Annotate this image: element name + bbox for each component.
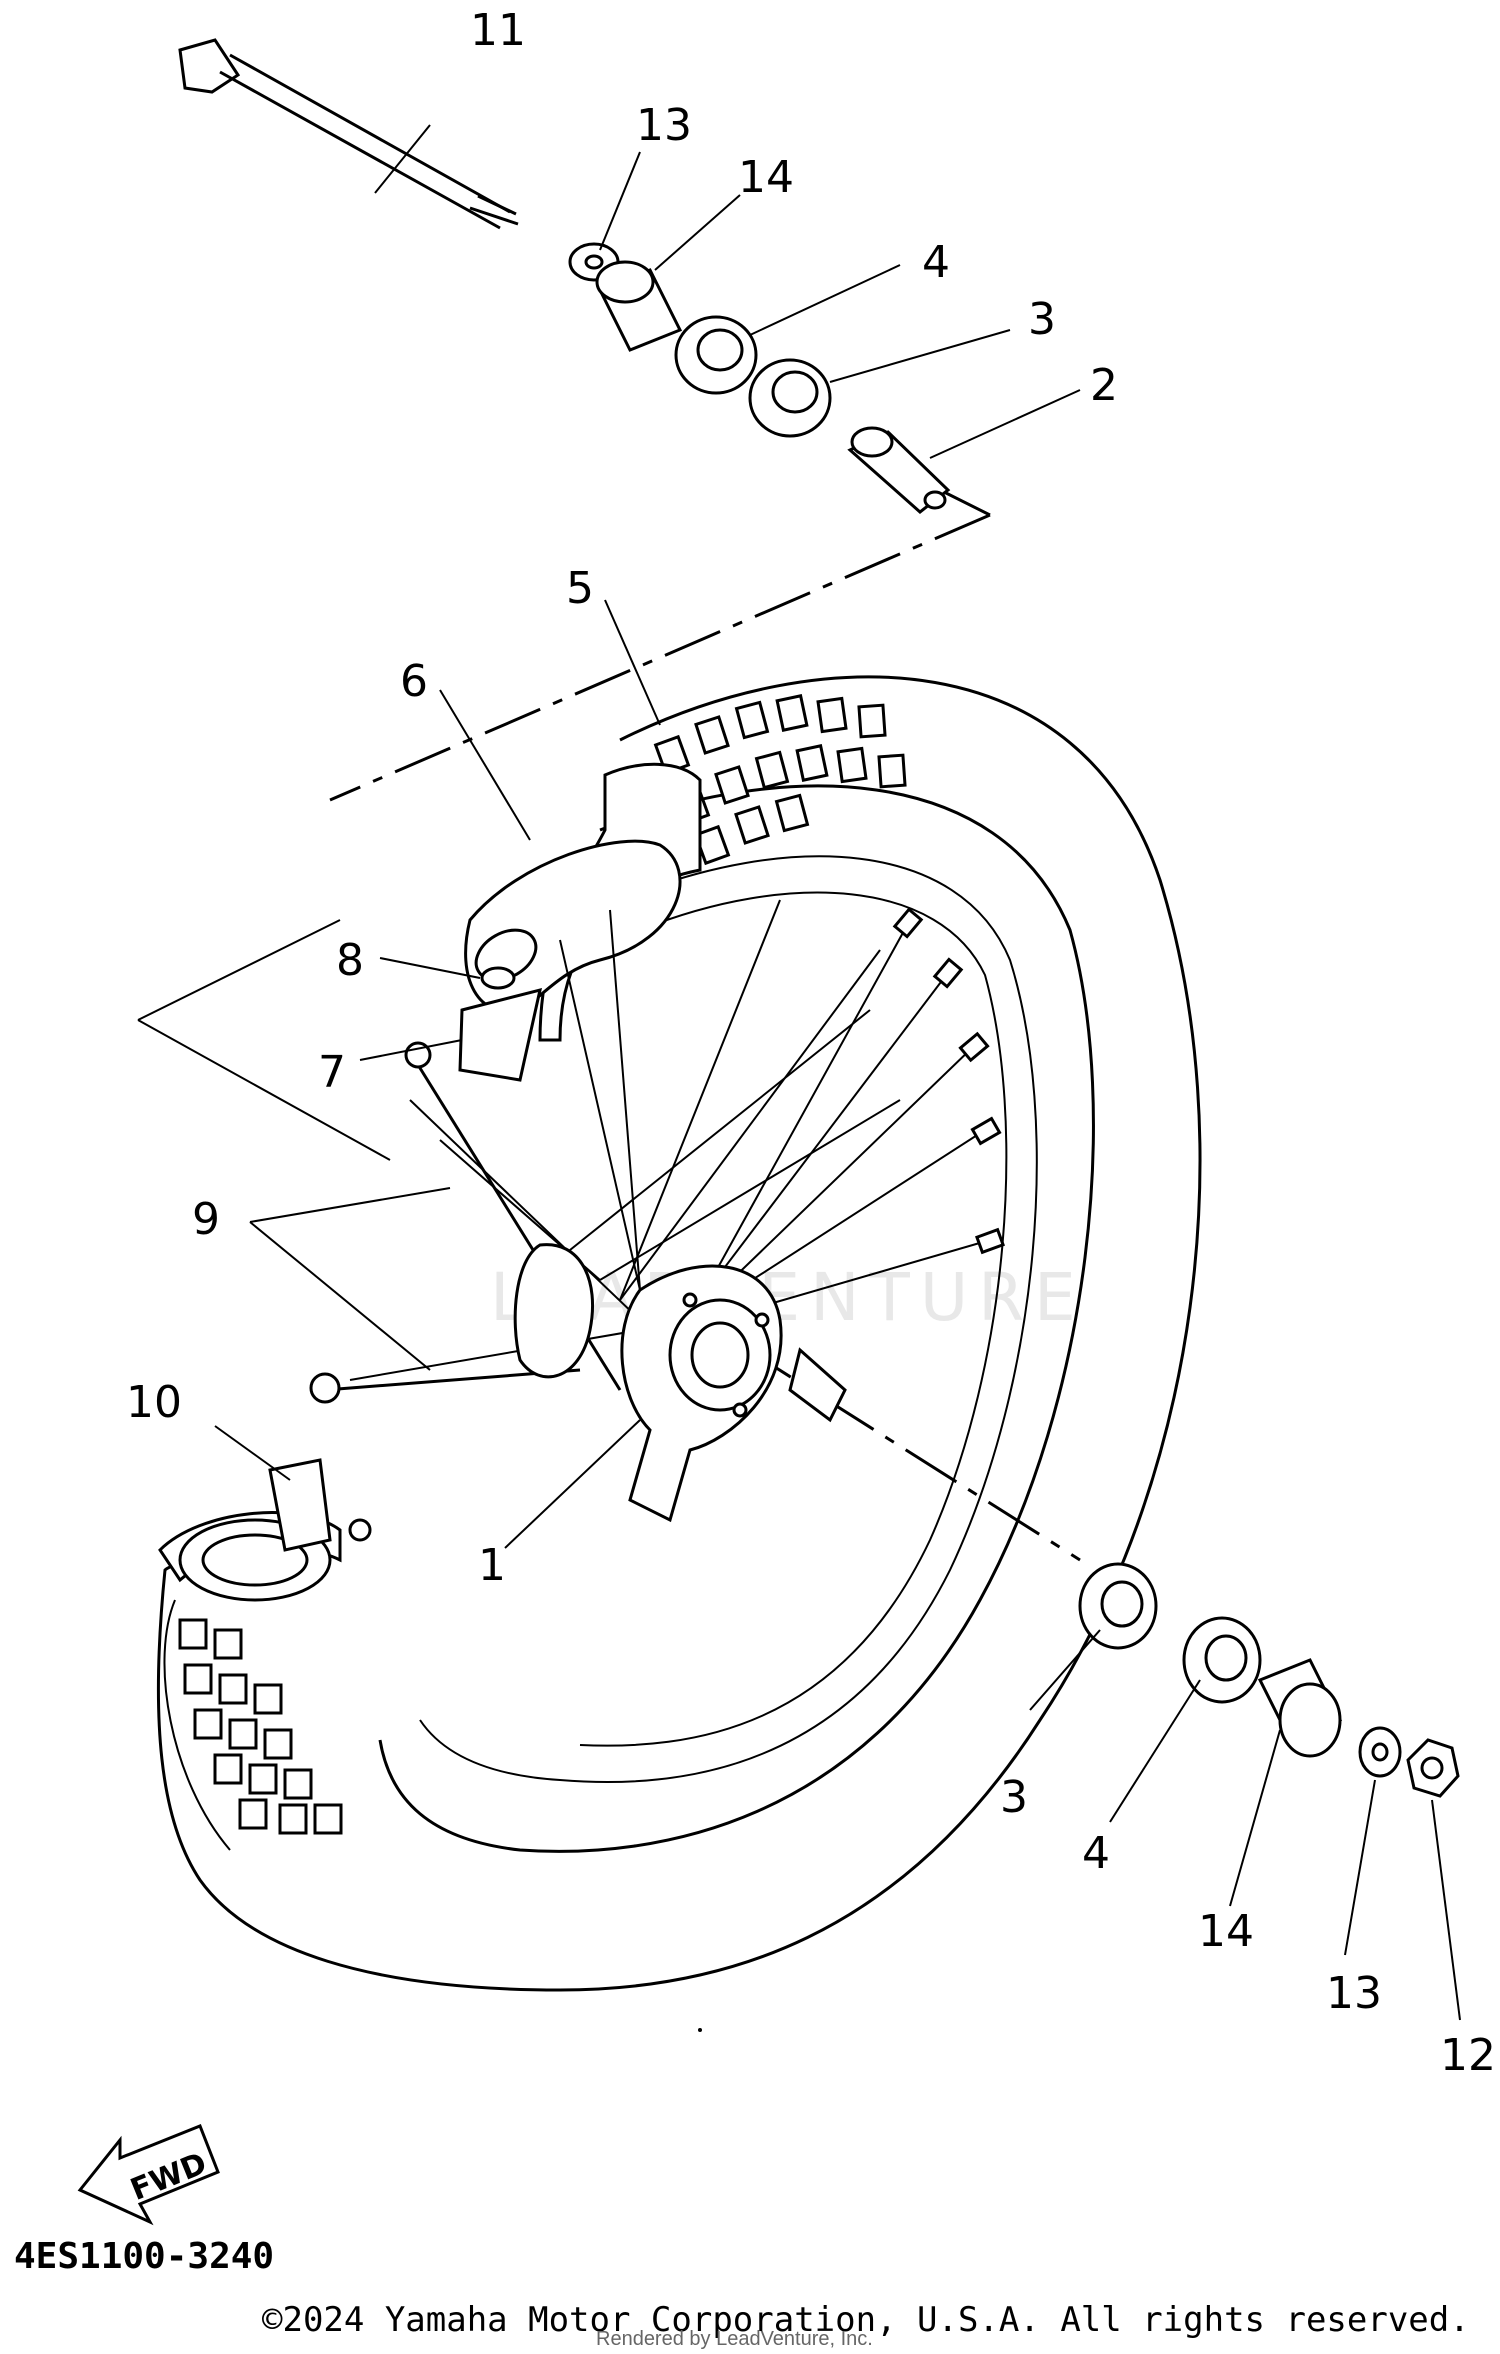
callout-13-upper: 13: [636, 100, 692, 151]
bearing-lower-3: [1078, 1562, 1158, 1650]
callout-2: 2: [1090, 360, 1118, 411]
callout-3-upper: 3: [1028, 294, 1056, 345]
spacer-flange-upper: [595, 260, 683, 352]
callout-8: 8: [336, 935, 364, 986]
spacer-flange-lower: [1257, 1658, 1343, 1758]
spoke-nipples: [892, 907, 1005, 1255]
callout-9: 9: [192, 1194, 220, 1245]
diagram-code: 4ES1100-3240: [14, 2236, 275, 2277]
callout-12: 12: [1440, 2030, 1496, 2081]
spacer: [847, 426, 951, 514]
leader-lines: [214, 124, 1461, 2021]
axle-nut: [1406, 1738, 1460, 1798]
callout-13-lower: 13: [1326, 1968, 1382, 2019]
tire-cross-section: [158, 1458, 372, 1602]
callout-10: 10: [126, 1377, 182, 1428]
callout-14-upper: 14: [738, 152, 794, 203]
tire-tread-lower: [178, 1618, 343, 1835]
collar-lower: [1358, 1726, 1402, 1778]
callout-3-lower: 3: [1000, 1772, 1028, 1823]
callout-7: 7: [318, 1047, 346, 1098]
axle: [178, 38, 519, 230]
copyright-notice: ©2024 Yamaha Motor Corporation, U.S.A. A…: [262, 2300, 1470, 2340]
callout-5: 5: [566, 563, 594, 614]
callout-11: 11: [470, 5, 526, 56]
axle-centerline-upper: [329, 488, 991, 802]
axle-centerline-lower: [739, 1343, 1081, 1562]
bearing-upper-3: [748, 358, 832, 438]
tire: [156, 675, 1202, 1992]
valve-nut: [480, 966, 516, 990]
callout-14-lower: 14: [1198, 1906, 1254, 1957]
callout-4-upper: 4: [922, 237, 950, 288]
bracket-line-upper: [137, 919, 391, 1161]
spokes: [349, 899, 991, 1381]
bearing-lower-4: [1182, 1616, 1262, 1704]
hub: [513, 1243, 847, 1523]
callout-4-lower: 4: [1082, 1828, 1110, 1879]
fwd-arrow: FWD: [77, 2124, 220, 2226]
callout-1: 1: [478, 1540, 506, 1591]
bearing-upper-4: [674, 315, 758, 395]
callout-6: 6: [400, 656, 428, 707]
rim-lock: [458, 987, 542, 1082]
rendered-by-notice: Rendered by LeadVenture, Inc.: [596, 2328, 873, 2350]
